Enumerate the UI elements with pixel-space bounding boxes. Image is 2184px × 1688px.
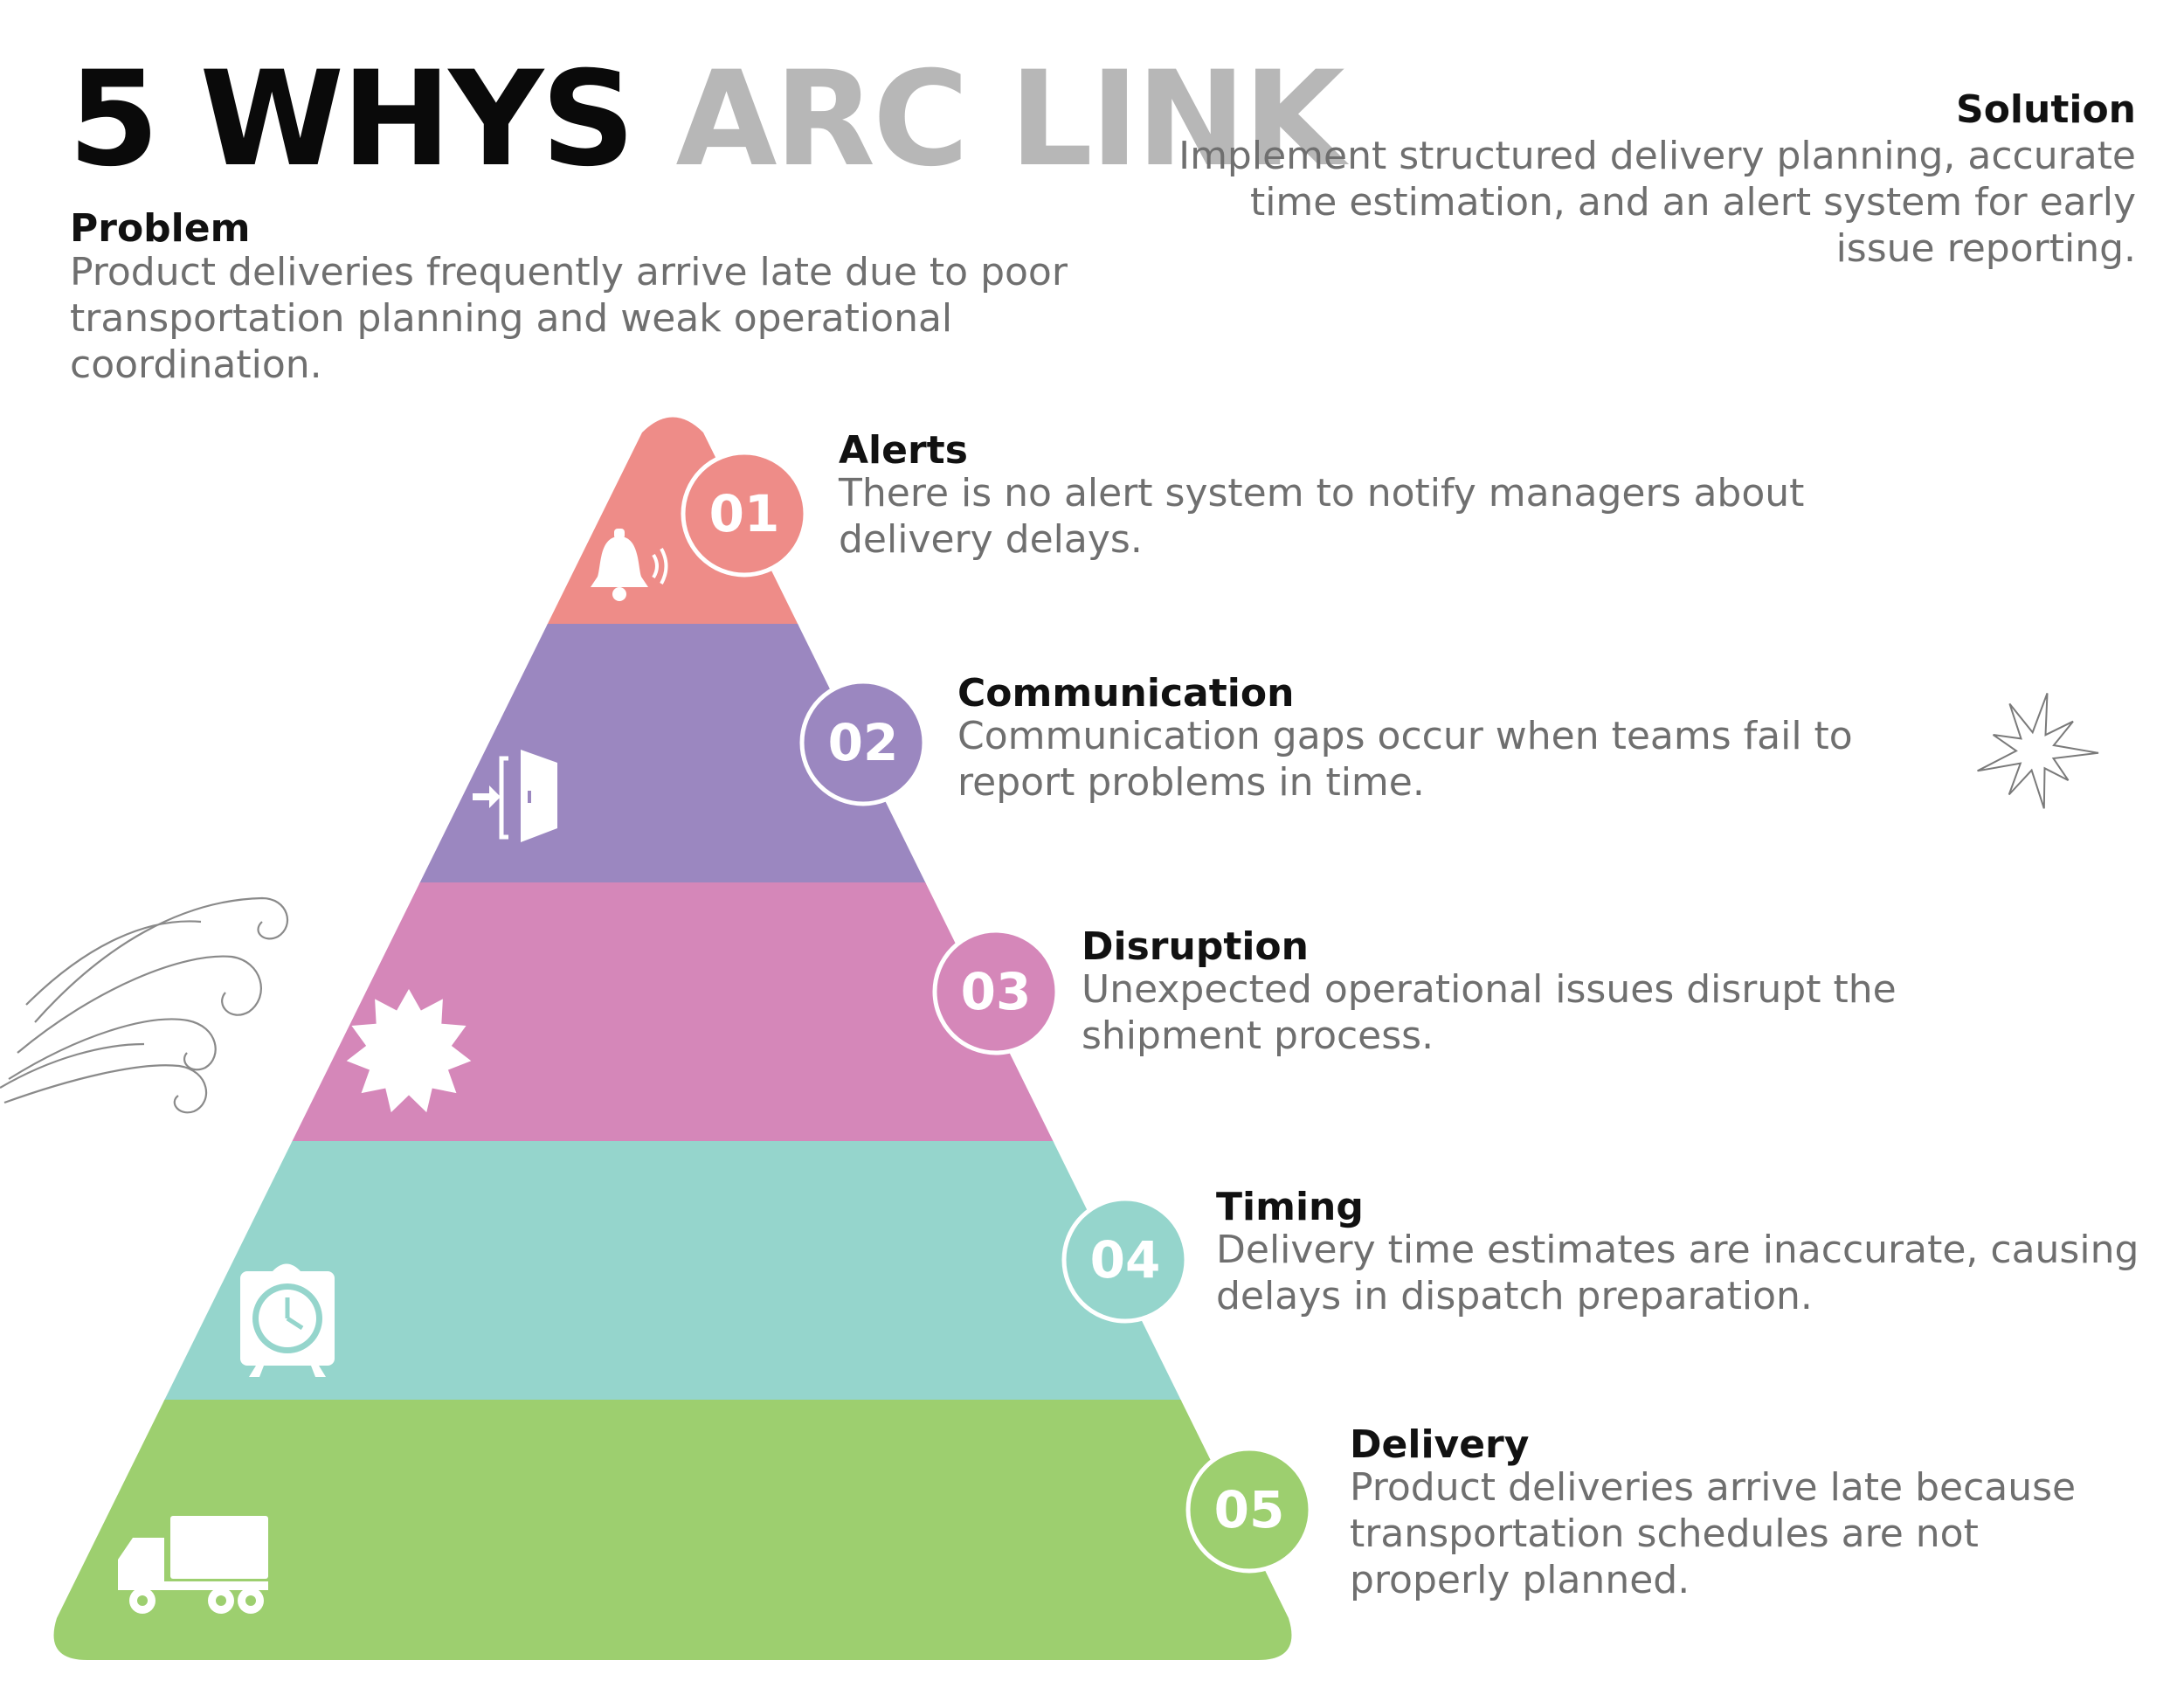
step-circle-5: 05 — [1185, 1446, 1313, 1574]
step-heading-5: Delivery — [1350, 1422, 1530, 1467]
step-number-5: 05 — [1214, 1480, 1285, 1539]
burst-icon — [346, 988, 472, 1113]
step-heading-2: Communication — [957, 671, 1295, 716]
step-heading-1: Alerts — [839, 428, 968, 473]
truck-icon — [118, 1516, 268, 1614]
problem-text: Product deliveries frequently arrive lat… — [70, 250, 1068, 387]
step-text-1: There is no alert system to notify manag… — [839, 471, 1805, 562]
door-entry-icon — [473, 750, 557, 842]
step-circle-1: 01 — [681, 450, 808, 578]
step-circle-2: 02 — [799, 679, 927, 806]
page-title: 5 WHYS ARC LINK — [68, 54, 1345, 185]
bell-icon — [591, 529, 668, 601]
wind-swirl-icon — [0, 896, 289, 1114]
step-number-1: 01 — [709, 484, 780, 543]
step-heading-4: Timing — [1216, 1185, 1364, 1229]
step-number-2: 02 — [828, 713, 899, 772]
step-circle-4: 04 — [1061, 1196, 1189, 1324]
step-text-4: Delivery time estimates are inaccurate, … — [1216, 1228, 2139, 1318]
step-text-5: Product deliveries arrive late because t… — [1350, 1465, 2077, 1602]
problem-heading: Problem — [70, 206, 251, 251]
step-number-4: 04 — [1090, 1230, 1161, 1290]
solution-heading: Solution — [1956, 87, 2136, 132]
step-number-3: 03 — [961, 962, 1032, 1021]
step-text-2: Communication gaps occur when teams fail… — [957, 714, 1853, 805]
solution-text: Implement structured delivery planning, … — [1178, 134, 2136, 271]
step-circle-3: 03 — [932, 928, 1060, 1055]
title-part-2: ARC LINK — [675, 44, 1344, 196]
step-heading-3: Disruption — [1082, 924, 1309, 969]
step-text-3: Unexpected operational issues disrupt th… — [1082, 967, 1897, 1058]
alarm-clock-icon — [240, 1263, 335, 1377]
starburst-icon — [1977, 693, 2099, 809]
title-part-1: 5 WHYS — [68, 44, 635, 196]
